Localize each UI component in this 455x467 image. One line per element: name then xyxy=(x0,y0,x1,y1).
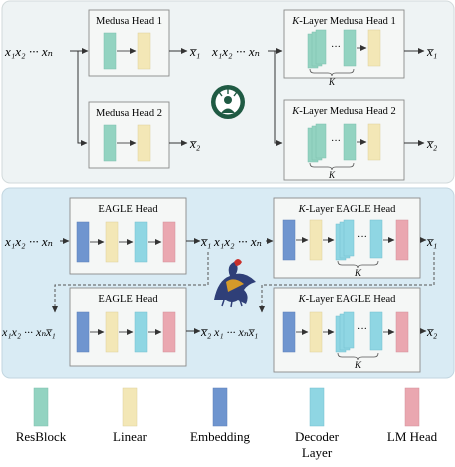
ellipsis: ··· xyxy=(357,324,367,335)
ellipsis: ··· xyxy=(331,42,341,53)
linear-block xyxy=(309,219,323,261)
lm-head-block xyxy=(162,221,176,263)
eagle-head-1-output: x̅₁ xyxy=(200,234,211,249)
decoder-layer-block xyxy=(369,311,383,351)
legend-resblock-label: ResBlock xyxy=(16,429,67,444)
feedback-connector xyxy=(52,252,209,313)
medusa-head-2-output: x̅₂ xyxy=(189,136,201,151)
linear-block xyxy=(105,311,119,353)
resblock-block xyxy=(343,123,357,161)
legend: ResBlock Linear Embedding Decoder Layer … xyxy=(16,387,438,460)
resblock-block xyxy=(315,29,327,65)
resblock-block xyxy=(315,123,327,159)
k-brace xyxy=(309,162,355,171)
k-brace-label: K xyxy=(354,360,362,370)
legend-linear-label: Linear xyxy=(113,429,148,444)
eagle-head-2-output: x̅₂ xyxy=(200,324,212,339)
decoder-layer-block xyxy=(134,221,148,263)
medusa-head-2-title: Medusa Head 2 xyxy=(96,108,162,119)
k-brace-label: K xyxy=(328,170,336,180)
legend-embedding-label: Embedding xyxy=(190,429,250,444)
eagle-input-sequence: x₁x₂ ··· xₙ xyxy=(4,234,53,249)
embedding-block xyxy=(282,219,296,261)
linear-block xyxy=(367,123,381,161)
legend-resblock-swatch xyxy=(33,387,49,427)
eagle-head-2-title: EAGLE Head xyxy=(98,294,158,305)
k-medusa-head-1-output: x̅₁ xyxy=(426,44,437,59)
linear-block xyxy=(309,311,323,353)
k-eagle-input-sequence: x₁x₂ ··· xₙ xyxy=(213,234,262,249)
ellipsis: ··· xyxy=(357,232,367,243)
decoder-layer-block xyxy=(369,219,383,259)
eagle-head-2-input-sequence: x₁x₂ ··· xₙx̅₁ xyxy=(1,325,56,339)
embedding-block xyxy=(76,311,90,353)
k-eagle-head-2-input-sequence: x₁ ··· xₙx̅₁ xyxy=(213,325,258,339)
medusa-head-2-box xyxy=(88,101,170,169)
k-medusa-head-2-output: x̅₂ xyxy=(426,136,438,151)
ellipsis: ··· xyxy=(331,136,341,147)
k-eagle-head-2-title: K-Layer EAGLE Head xyxy=(298,294,397,305)
resblock-block xyxy=(103,124,117,162)
medusa-logo-icon xyxy=(211,85,245,119)
legend-decoder-label-line1: Decoder xyxy=(295,429,340,444)
legend-decoder-swatch xyxy=(309,387,325,427)
k-eagle-head-1-output: x̅₁ xyxy=(426,234,437,249)
decoder-layer-block xyxy=(134,311,148,353)
medusa-head-1-title: Medusa Head 1 xyxy=(96,16,162,27)
k-medusa-head-1-title: K-Layer Medusa Head 1 xyxy=(291,16,396,27)
k-eagle-head-2-output: x̅₂ xyxy=(426,324,438,339)
k-eagle-head-1-title: K-Layer EAGLE Head xyxy=(298,204,397,215)
legend-decoder-label-line2: Layer xyxy=(302,445,333,460)
legend-lmhead-swatch xyxy=(404,387,420,427)
k-brace xyxy=(337,260,379,269)
lm-head-block xyxy=(395,219,409,261)
legend-lmhead-label: LM Head xyxy=(387,429,438,444)
resblock-block xyxy=(343,29,357,67)
linear-block xyxy=(137,124,151,162)
legend-linear-swatch xyxy=(122,387,138,427)
k-medusa-head-2-title: K-Layer Medusa Head 2 xyxy=(291,106,396,117)
lm-head-block xyxy=(395,311,409,353)
eagle-head-1-title: EAGLE Head xyxy=(98,204,158,215)
medusa-head-1-output: x̅₁ xyxy=(189,44,200,59)
decoder-layer-block xyxy=(343,219,355,257)
embedding-block xyxy=(76,221,90,263)
k-brace xyxy=(337,352,379,361)
eagle-logo-icon xyxy=(214,259,256,308)
medusa-head-1-box xyxy=(88,9,170,77)
decoder-layer-block xyxy=(343,311,355,349)
feedback-connector xyxy=(259,252,435,313)
k-brace-label: K xyxy=(328,77,336,87)
k-medusa-input-sequence: x₁x₂ ··· xₙ xyxy=(211,44,260,59)
resblock-block xyxy=(103,32,117,70)
k-brace xyxy=(309,68,355,77)
linear-block xyxy=(105,221,119,263)
linear-block xyxy=(137,32,151,70)
linear-block xyxy=(367,29,381,67)
k-brace-label: K xyxy=(354,268,362,278)
branch-connector xyxy=(274,51,283,146)
legend-embedding-swatch xyxy=(212,387,228,427)
lm-head-block xyxy=(162,311,176,353)
medusa-input-sequence: x₁x₂ ··· xₙ xyxy=(4,44,53,59)
branch-connector xyxy=(77,51,88,146)
embedding-block xyxy=(282,311,296,353)
